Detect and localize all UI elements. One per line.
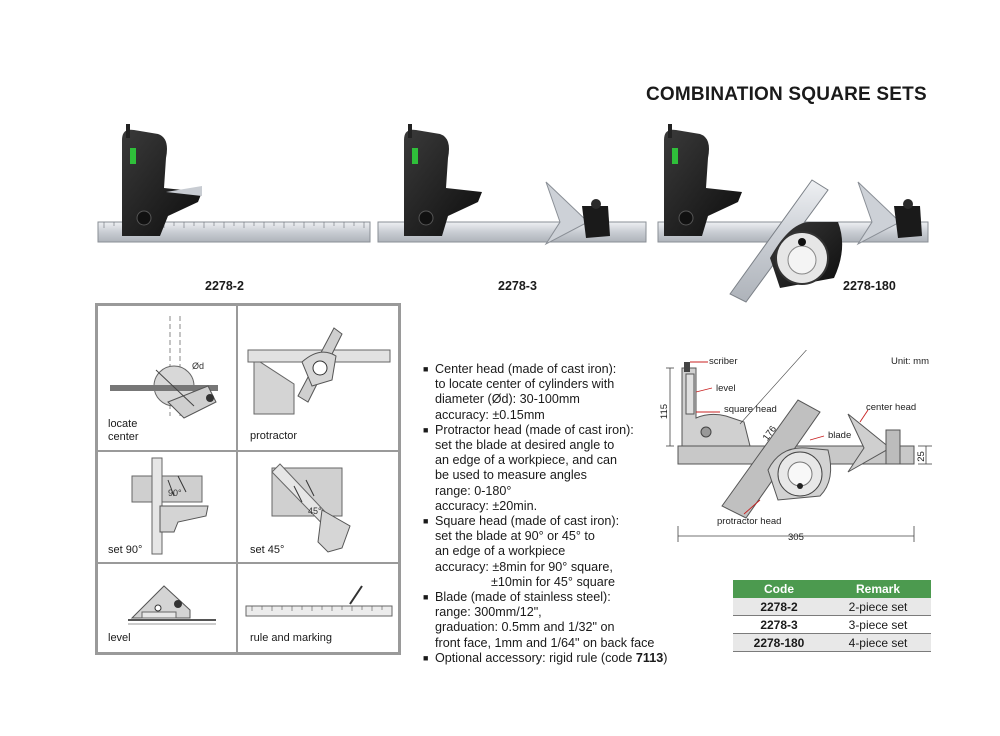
model-label-2278-2: 2278-2 — [205, 279, 244, 293]
feature-protractor-head: ■ Protractor head (made of cast iron): s… — [423, 423, 713, 514]
set-90-illustration: 90° — [131, 457, 209, 555]
label-level: level — [716, 383, 736, 394]
feature-square-head: ■ Square head (made of cast iron): set t… — [423, 514, 713, 590]
bullet-icon: ■ — [423, 364, 429, 374]
table-header-row: Code Remark — [733, 580, 931, 598]
feature-line: Optional accessory: rigid rule (code 711… — [435, 651, 713, 666]
usage-label-set-90: set 90° — [108, 544, 143, 556]
cell-remark: 3-piece set — [825, 615, 931, 634]
feature-line: Blade (made of stainless steel): — [435, 590, 611, 605]
label-protractor-head: protractor head — [717, 516, 782, 527]
feature-line: Protractor head (made of cast iron): — [435, 422, 634, 437]
header-remark: Remark — [825, 580, 931, 598]
usage-label-set-45: set 45° — [250, 544, 285, 556]
product-2278-2-image — [97, 124, 371, 243]
feature-line: accuracy: ±20min. — [435, 498, 538, 513]
bullet-icon: ■ — [423, 424, 429, 435]
usage-cell-set-45: 45° set 45° — [237, 451, 399, 563]
feature-line: range: 0-180° — [435, 483, 512, 498]
set-45-illustration: 45° — [271, 463, 351, 553]
rule-marking-illustration — [245, 585, 393, 617]
feature-blade: ■ Blade (made of stainless steel): range… — [423, 590, 713, 651]
usage-label-level: level — [108, 632, 131, 644]
label-scriber: scriber — [709, 356, 738, 367]
diameter-mark: Ød — [192, 361, 204, 371]
accessory-close: ) — [663, 650, 668, 665]
header-code: Code — [733, 580, 825, 598]
locate-center-illustration: Ød — [110, 316, 218, 419]
feature-line: accuracy: ±8min for 90° square, — [435, 559, 613, 574]
usage-cell-protractor: protractor — [237, 305, 399, 451]
cell-code: 2278-3 — [733, 615, 825, 634]
cell-remark: 4-piece set — [825, 633, 931, 652]
feature-line: Center head (made of cast iron): — [435, 362, 617, 376]
model-label-2278-3: 2278-3 — [498, 279, 537, 293]
label-unit: Unit: mm — [891, 356, 929, 367]
usage-label-locate-center: locate center — [108, 418, 139, 443]
accessory-text: Optional accessory: rigid rule (code — [435, 650, 636, 665]
cell-remark: 2-piece set — [825, 598, 931, 616]
product-2278-180-image — [657, 124, 929, 303]
table-row: 2278-3 3-piece set — [733, 615, 931, 634]
feature-accessory: ■ Optional accessory: rigid rule (code 7… — [423, 651, 713, 666]
label-blade: blade — [828, 430, 852, 441]
feature-line: Square head (made of cast iron): — [435, 514, 620, 529]
feature-line: an edge of a workpiece, and can — [435, 453, 618, 468]
accessory-code: 7113 — [635, 650, 664, 665]
feature-line: set the blade at 90° or 45° to — [435, 529, 595, 544]
feature-line: accuracy: ±0.15mm — [435, 407, 545, 422]
feature-center-head: ■ Center head (made of cast iron): to lo… — [423, 362, 713, 423]
feature-line: set the blade at desired angle to — [435, 438, 615, 453]
usage-cell-level: level — [97, 563, 237, 653]
angle-90-mark: 90° — [168, 488, 182, 498]
technical-diagram — [666, 350, 932, 542]
bullet-icon: ■ — [423, 592, 429, 603]
cell-code: 2278-180 — [733, 633, 825, 652]
feature-line: range: 300mm/12", — [435, 605, 542, 620]
feature-line: diameter (Ød): 30-100mm — [435, 392, 580, 407]
cell-code: 2278-2 — [733, 598, 825, 616]
table-row: 2278-180 4-piece set — [733, 633, 931, 652]
feature-line: ±10min for 45° square — [491, 574, 615, 589]
protractor-illustration — [247, 327, 391, 415]
model-label-2278-180: 2278-180 — [843, 279, 896, 293]
bullet-icon: ■ — [423, 652, 429, 663]
product-2278-3-image — [377, 124, 647, 246]
usage-label-protractor: protractor — [250, 430, 298, 442]
angle-45-mark: 45° — [308, 506, 322, 516]
feature-line: graduation: 0.5mm and 1/32" on — [435, 620, 615, 635]
feature-line: be used to measure angles — [435, 468, 587, 483]
feature-line: an edge of a workpiece — [435, 544, 566, 559]
feature-line: to locate center of cylinders with — [435, 377, 615, 392]
feature-list: ■ Center head (made of cast iron): to lo… — [423, 362, 713, 666]
code-table: Code Remark 2278-2 2-piece set 2278-3 3-… — [733, 580, 931, 652]
dim-width: 25 — [915, 451, 927, 462]
usage-grid: Ød locate center protractor 90° set 90° — [95, 303, 401, 655]
label-center-head: center head — [866, 402, 917, 413]
level-illustration — [128, 585, 216, 625]
page-title: COMBINATION SQUARE SETS — [646, 84, 927, 105]
bullet-icon: ■ — [423, 516, 429, 527]
dim-height: 115 — [659, 403, 671, 420]
table-row: 2278-2 2-piece set — [733, 598, 931, 616]
usage-cell-rule-marking: rule and marking — [237, 563, 399, 653]
usage-label-rule-marking: rule and marking — [250, 632, 332, 644]
dim-length: 305 — [788, 532, 804, 543]
usage-cell-locate-center: Ød locate center — [97, 305, 237, 451]
label-square-head: square head — [724, 404, 777, 415]
product-photos — [97, 124, 929, 303]
usage-cell-set-90: 90° set 90° — [97, 451, 237, 563]
feature-line: front face, 1mm and 1/64" on back face — [435, 635, 655, 650]
